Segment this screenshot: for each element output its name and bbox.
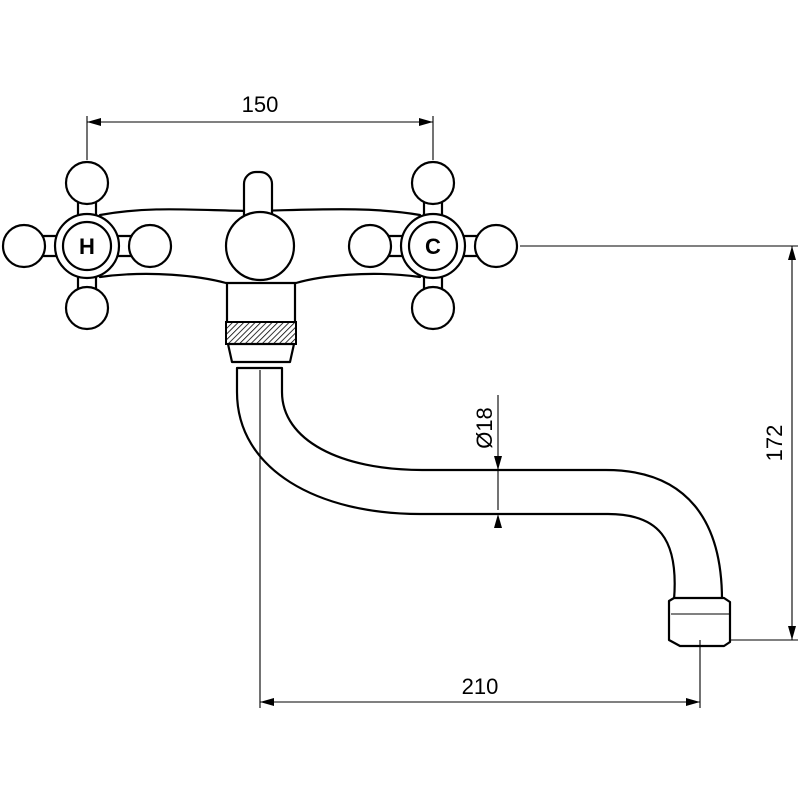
hot-knob-bottom[interactable] bbox=[64, 285, 110, 331]
swivel-collar bbox=[226, 342, 296, 364]
spout-outlet-nut bbox=[667, 596, 732, 648]
cold-handle[interactable]: C bbox=[347, 160, 519, 331]
cold-knob-left[interactable] bbox=[347, 223, 393, 269]
swivel-neck bbox=[225, 280, 297, 326]
dimension-label-height: 172 bbox=[762, 425, 787, 462]
hot-hub-inner bbox=[61, 220, 113, 272]
faucet-body bbox=[98, 170, 422, 364]
cold-label: C bbox=[425, 234, 441, 259]
knurled-ring bbox=[225, 321, 297, 345]
center-boss bbox=[224, 210, 296, 282]
hot-knob-left[interactable] bbox=[1, 223, 47, 269]
spout-tube bbox=[235, 366, 724, 602]
dimension-handle-spacing: 150 bbox=[86, 92, 434, 160]
spout bbox=[235, 366, 732, 648]
hot-handle[interactable]: H bbox=[1, 160, 173, 331]
hot-label: H bbox=[79, 234, 95, 259]
cold-knob-right[interactable] bbox=[473, 223, 519, 269]
cold-knob-bottom[interactable] bbox=[410, 285, 456, 331]
hot-knob-right[interactable] bbox=[127, 223, 173, 269]
cold-knob-top[interactable] bbox=[410, 160, 456, 206]
dimension-label-diameter: Ø18 bbox=[472, 407, 497, 449]
hot-knob-top[interactable] bbox=[64, 160, 110, 206]
dimension-label-reach: 210 bbox=[462, 674, 499, 699]
dimension-spout-height: 172 bbox=[520, 245, 798, 641]
dimension-spout-diameter: Ø18 bbox=[472, 395, 502, 528]
cold-hub-inner bbox=[407, 220, 459, 272]
dimension-label-spacing: 150 bbox=[242, 92, 279, 117]
dimension-spout-reach: 210 bbox=[259, 370, 701, 708]
